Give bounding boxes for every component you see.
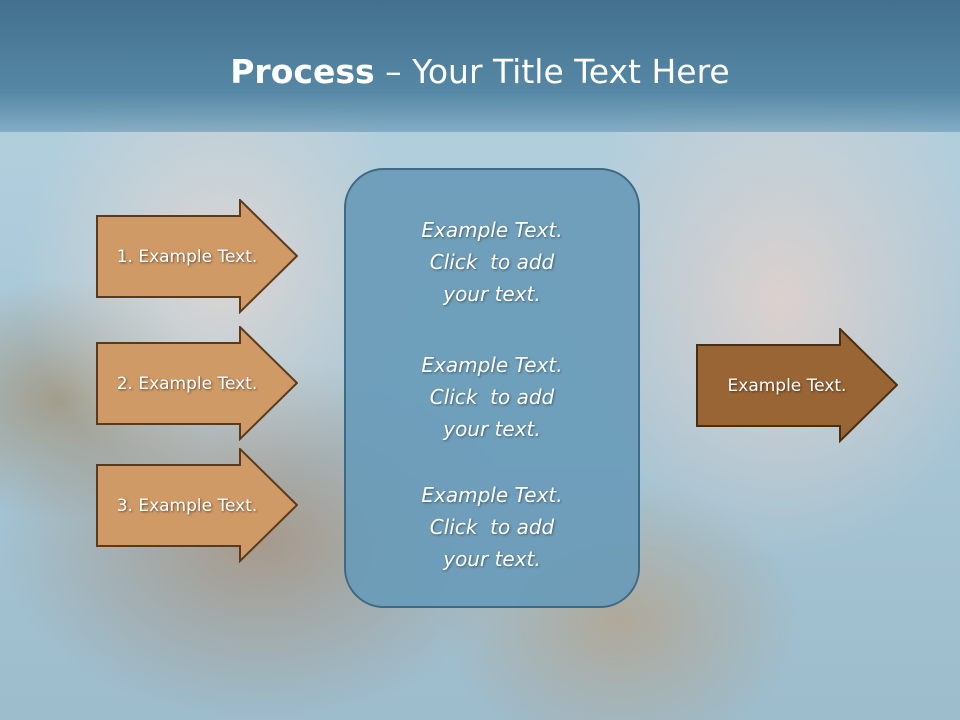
item-line: Click to add xyxy=(429,385,555,409)
arrow-shape xyxy=(96,199,298,314)
item-line: your text. xyxy=(443,417,541,441)
step-label: 2. Example Text. xyxy=(116,373,258,394)
step-label: 1. Example Text. xyxy=(116,246,258,267)
step-arrow-3[interactable]: 3. Example Text. xyxy=(96,448,298,563)
box-item-2: Example Text. Click to add your text. xyxy=(346,349,638,445)
arrow-shape xyxy=(96,448,298,563)
item-line: your text. xyxy=(443,547,541,571)
box-item-1: Example Text. Click to add your text. xyxy=(346,214,638,310)
item-line: Example Text. xyxy=(421,483,563,507)
item-line: Example Text. xyxy=(421,353,563,377)
result-arrow[interactable]: Example Text. xyxy=(696,328,898,443)
arrow-shape xyxy=(96,326,298,441)
box-item-3: Example Text. Click to add your text. xyxy=(346,479,638,575)
item-line: Click to add xyxy=(429,515,555,539)
title-bold: Process xyxy=(230,52,375,91)
item-line: your text. xyxy=(443,282,541,306)
item-line: Example Text. xyxy=(421,218,563,242)
step-arrow-1[interactable]: 1. Example Text. xyxy=(96,199,298,314)
title-rest: – Your Title Text Here xyxy=(374,52,730,91)
center-text-box[interactable]: Example Text. Click to add your text. Ex… xyxy=(344,168,640,608)
step-arrow-2[interactable]: 2. Example Text. xyxy=(96,326,298,441)
arrow-shape xyxy=(696,328,898,443)
title-bar xyxy=(0,0,960,132)
item-line: Click to add xyxy=(429,250,555,274)
step-label: 3. Example Text. xyxy=(116,495,258,516)
slide-title[interactable]: Process – Your Title Text Here xyxy=(0,52,960,91)
result-label: Example Text. xyxy=(727,375,847,396)
